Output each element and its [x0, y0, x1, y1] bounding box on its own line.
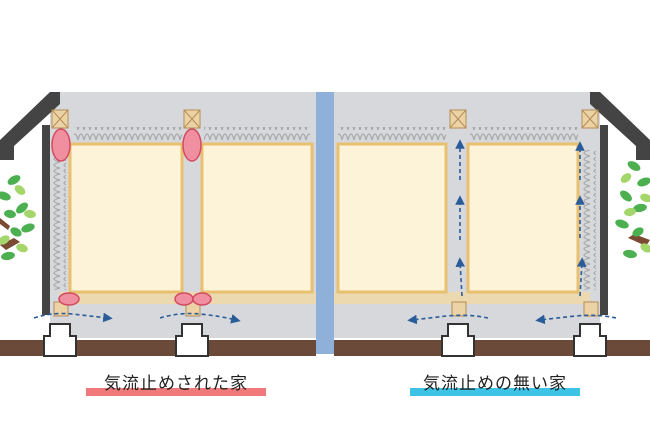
airflow-arrows-left — [33, 312, 241, 324]
stopper-bottom-left — [58, 292, 80, 306]
stopper-bottom-inner-a — [174, 292, 194, 306]
caption-without-airflow-stop: 気流止めの無い家 — [410, 370, 580, 398]
ground-left — [0, 340, 316, 356]
caption-with-airflow-stop: 気流止めされた家 — [86, 370, 266, 398]
stopper-top-inner — [182, 128, 202, 162]
stopper-bottom-inner-b — [192, 292, 212, 306]
airflow-stoppers — [51, 128, 212, 306]
center-divider — [316, 92, 334, 354]
floor-post-3 — [451, 301, 467, 317]
foundation-4 — [573, 323, 607, 357]
foundation-1 — [43, 323, 77, 357]
room-panel-right-2 — [466, 142, 580, 294]
exterior-wall-left — [42, 125, 50, 315]
roof-left — [0, 92, 60, 160]
floor-board-right — [334, 292, 590, 304]
room-panel-left-1 — [68, 142, 184, 294]
exterior-wall-right — [600, 125, 608, 315]
roof-right — [590, 92, 650, 160]
airflow-arrows-right — [407, 139, 617, 325]
ceiling-insulation-right-1 — [338, 127, 446, 141]
room-panel-right-1 — [336, 142, 448, 294]
ceiling-insulation-left-2 — [204, 127, 310, 141]
foundation-2 — [175, 323, 209, 357]
tree-left — [0, 175, 36, 261]
tree-right — [615, 161, 650, 259]
room-panel-left-2 — [200, 142, 314, 294]
caption-without-airflow-stop-text: 気流止めの無い家 — [423, 374, 567, 394]
caption-highlight-red — [86, 388, 266, 396]
caption-highlight-blue — [410, 388, 580, 396]
caption-with-airflow-stop-text: 気流止めされた家 — [104, 374, 248, 394]
wall-insulation-left — [52, 150, 66, 290]
ground-right — [334, 340, 650, 356]
wall-insulation-right — [582, 150, 596, 290]
floor-post-4 — [583, 301, 599, 317]
floor-post-2 — [185, 301, 201, 317]
ceiling-insulation-left-1 — [74, 127, 182, 141]
foundation-3 — [441, 323, 475, 357]
ceiling-insulation-right-2 — [470, 127, 578, 141]
stopper-top-left — [51, 128, 71, 162]
